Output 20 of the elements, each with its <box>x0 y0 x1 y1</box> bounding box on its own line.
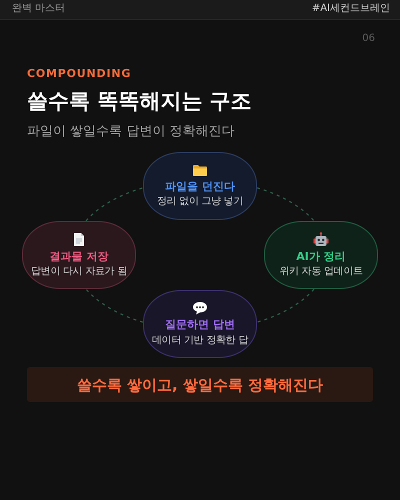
step-description: 정리 없이 그냥 넣기 <box>156 196 244 208</box>
step-description: 위키 자동 업데이트 <box>279 266 363 278</box>
hashtag: #AI세컨드브레인 <box>312 3 390 15</box>
step-title: 결과물 저장 <box>50 250 108 264</box>
page-number: 06 <box>362 33 375 45</box>
summary-banner <box>27 367 373 402</box>
subtitle: 파일이 쌓일수록 답변이 정확해진다 <box>27 124 234 140</box>
step-title: 질문하면 답변 <box>165 318 235 332</box>
dashed-connector <box>256 288 314 323</box>
summary-text: 쓸수록 쌓이고, 쌓일수록 정확해진다 <box>76 376 324 394</box>
step-title: 파일을 던진다 <box>165 180 235 194</box>
dashed-connector <box>256 187 314 222</box>
dashed-connector <box>86 288 144 323</box>
step-description: 답변이 다시 자료가 됨 <box>31 266 127 278</box>
dashed-connector <box>86 187 144 222</box>
step-description: 데이터 기반 정확한 답 <box>152 334 248 347</box>
step-title: AI가 정리 <box>296 250 346 264</box>
series-title: 완벽 마스터 <box>12 3 66 15</box>
page-title: 쓸수록 똑똑해지는 구조 <box>27 89 252 114</box>
section-eyebrow: COMPOUNDING <box>27 67 132 80</box>
